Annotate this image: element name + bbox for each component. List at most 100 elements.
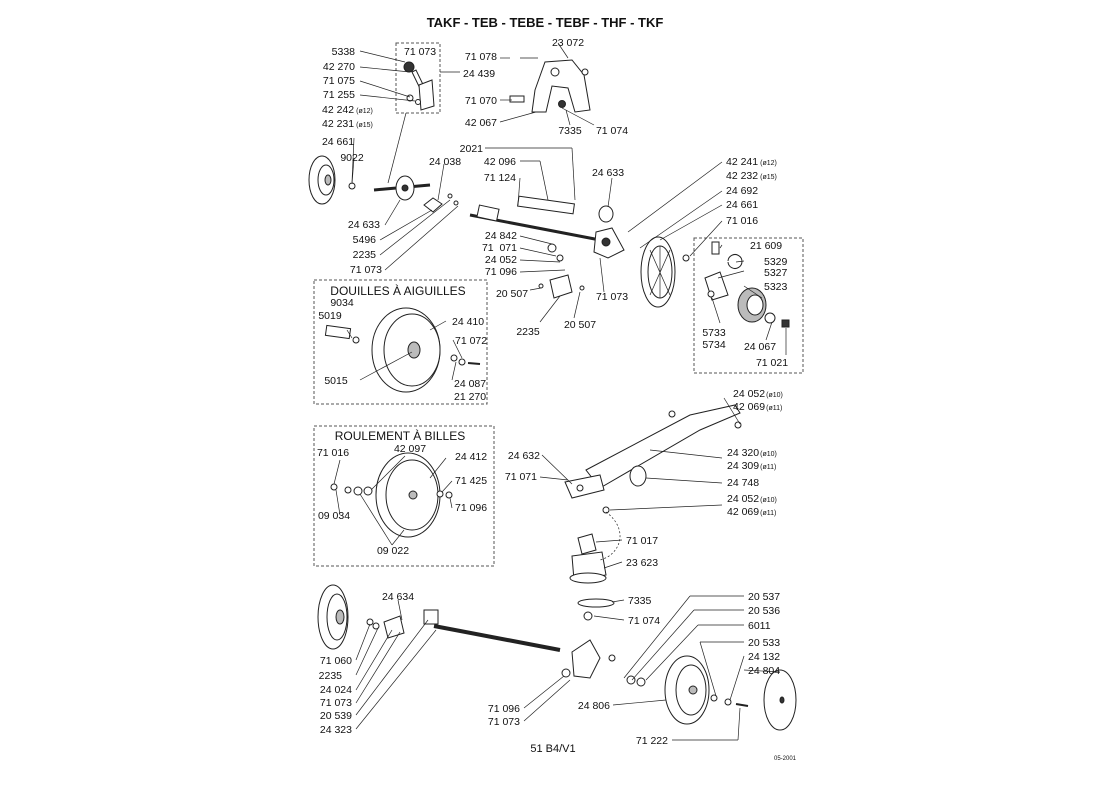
part-label-71073: 71 073	[320, 697, 352, 709]
part-label-71073: 71 073	[404, 46, 436, 58]
part-label-71073: 71 073	[488, 716, 520, 728]
part-label-5015: 5015	[324, 375, 348, 387]
part-label-6011: 6011	[748, 620, 771, 632]
part-label-71074: 71 074	[628, 615, 660, 627]
part-label-42242: 42 242(ø12)	[322, 104, 373, 116]
part-label-71071: 71 071	[482, 242, 517, 254]
part-label-71074: 71 074	[596, 125, 628, 137]
part-label-42270: 42 270	[323, 61, 355, 73]
part-label-71255: 71 255	[323, 89, 355, 101]
part-label-24661: 24 661	[726, 199, 758, 211]
part-label-20536: 20 536	[748, 605, 780, 617]
needle-bearing-box-title: DOUILLES À AIGUILLES	[330, 283, 465, 298]
part-label-24804: 24 804	[748, 665, 780, 677]
part-label-24633: 24 633	[592, 167, 624, 179]
part-label-71222: 71 222	[636, 735, 668, 747]
drive-gear-box	[693, 237, 804, 374]
part-label-24633: 24 633	[348, 219, 380, 231]
part-label-71425: 71 425	[455, 475, 487, 487]
part-label-71016: 71 016	[317, 447, 349, 459]
part-label-71096: 71 096	[455, 502, 487, 514]
part-label-20537: 20 537	[748, 591, 780, 603]
part-label-09022: 09 022	[377, 545, 409, 557]
part-label-5733: 5733	[702, 327, 726, 339]
diagram-title: TAKF - TEB - TEBE - TEBF - THF - TKF	[427, 15, 664, 30]
part-label-5323: 5323	[764, 281, 788, 293]
part-label-24410: 24 410	[452, 316, 484, 328]
part-label-09034: 09 034	[318, 510, 350, 522]
ball-bearing-box	[313, 425, 495, 567]
lever-group-box	[395, 42, 441, 114]
part-label-24661: 24 661	[322, 136, 354, 148]
part-label-20533: 20 533	[748, 637, 780, 649]
part-label-23072: 23 072	[552, 37, 584, 49]
part-label-20507: 20 507	[496, 288, 528, 300]
part-label-24309: 24 309(ø11)	[727, 460, 776, 472]
part-label-2021: 2021	[460, 143, 484, 155]
part-label-2235: 2235	[516, 326, 540, 338]
part-label-24132: 24 132	[748, 651, 780, 663]
part-label-24320: 24 320(ø10)	[727, 447, 777, 459]
date-code: 05-2001	[774, 756, 797, 762]
part-label-24634: 24 634	[382, 591, 414, 603]
part-label-42067: 42 067	[465, 117, 497, 129]
part-label-5329: 5329	[764, 256, 788, 268]
part-label-71060: 71 060	[320, 655, 352, 667]
part-label-71073: 71 073	[350, 264, 382, 276]
part-label-20539: 20 539	[320, 710, 352, 722]
part-label-42097: 42 097	[394, 443, 426, 455]
part-label-24052: 24 052(ø10)	[733, 388, 783, 400]
part-label-5327: 5327	[764, 267, 788, 279]
part-label-71072: 71 072	[455, 335, 487, 347]
part-label-71070: 71 070	[465, 95, 497, 107]
part-label-71071: 71 071	[505, 471, 537, 483]
part-label-24087: 24 087	[454, 378, 486, 390]
part-label-71017: 71 017	[626, 535, 658, 547]
part-label-24806: 24 806	[578, 700, 610, 712]
part-label-24439: 24 439	[463, 68, 495, 80]
part-label-24748: 24 748	[727, 477, 759, 489]
part-label-71078: 71 078	[465, 51, 497, 63]
part-label-5338: 5338	[332, 46, 356, 58]
part-label-24038: 24 038	[429, 156, 461, 168]
part-label-24842: 24 842	[485, 230, 517, 242]
part-label-23623: 23 623	[626, 557, 658, 569]
part-label-71096: 71 096	[485, 266, 517, 278]
ball-bearing-box-title: ROULEMENT À BILLES	[335, 428, 466, 443]
part-label-24052: 24 052(ø10)	[727, 493, 777, 505]
part-label-71021: 71 021	[756, 357, 788, 369]
part-label-71096: 71 096	[488, 703, 520, 715]
footer-code: 51 B4/V1	[530, 743, 575, 755]
part-label-21270: 21 270	[454, 391, 486, 403]
part-label-5019: 5019	[318, 310, 342, 322]
part-label-24632: 24 632	[508, 450, 540, 462]
part-label-42231: 42 231(ø15)	[322, 118, 373, 130]
part-label-71016: 71 016	[726, 215, 758, 227]
part-label-24067: 24 067	[744, 341, 776, 353]
part-label-24692: 24 692	[726, 185, 758, 197]
part-label-42232: 42 232(ø15)	[726, 170, 777, 182]
part-label-24412: 24 412	[455, 451, 487, 463]
part-label-42069: 42 069(ø11)	[727, 506, 776, 518]
part-labels: 5338 42 270 71 075 71 255 42 242(ø12) 42…	[317, 37, 788, 747]
part-label-2235: 2235	[319, 670, 343, 682]
part-label-42241: 42 241(ø12)	[726, 156, 777, 168]
part-label-7335: 7335	[558, 125, 582, 137]
part-label-7335: 7335	[628, 595, 652, 607]
part-label-42096: 42 096	[484, 156, 516, 168]
part-label-71124: 71 124	[484, 172, 516, 184]
part-label-20507: 20 507	[564, 319, 596, 331]
needle-bearing-box	[313, 279, 488, 405]
part-label-2235: 2235	[353, 249, 377, 261]
part-label-5734: 5734	[702, 339, 726, 351]
part-label-42069: 42 069(ø11)	[733, 401, 782, 413]
part-drawings	[308, 57, 797, 731]
part-label-9034: 9034	[330, 297, 354, 309]
leader-lines	[333, 42, 787, 741]
part-label-71075: 71 075	[323, 75, 355, 87]
part-label-24024: 24 024	[320, 684, 352, 696]
part-label-21609: 21 609	[750, 240, 782, 252]
part-label-9022: 9022	[340, 152, 364, 164]
part-label-5496: 5496	[353, 234, 377, 246]
part-label-24052: 24 052	[485, 254, 517, 266]
